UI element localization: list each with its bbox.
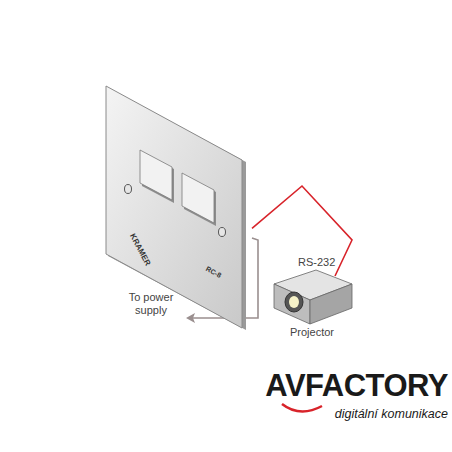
button (182, 173, 214, 223)
screw (219, 228, 226, 237)
button (140, 150, 172, 200)
device-label: Projector (290, 326, 334, 338)
rs232-cable (252, 186, 352, 276)
projector-lens (285, 292, 303, 312)
logo-wordmark: AVFACTORY (262, 368, 448, 404)
plate-face (106, 86, 242, 328)
power-note: To power supply (118, 291, 184, 316)
power-arrow (186, 313, 195, 323)
lens-glass (289, 296, 299, 308)
logo-tagline: digitální komunikace (262, 407, 448, 421)
logo-swoosh (282, 404, 322, 412)
plate-outline (100, 80, 252, 336)
projector-side (310, 284, 352, 324)
wall-plate: KRAMERRC-8 (100, 80, 252, 336)
projector-front (274, 284, 310, 324)
projector: Projector (266, 262, 358, 344)
signal-label: RS-232 (296, 256, 337, 268)
screw (125, 185, 132, 194)
